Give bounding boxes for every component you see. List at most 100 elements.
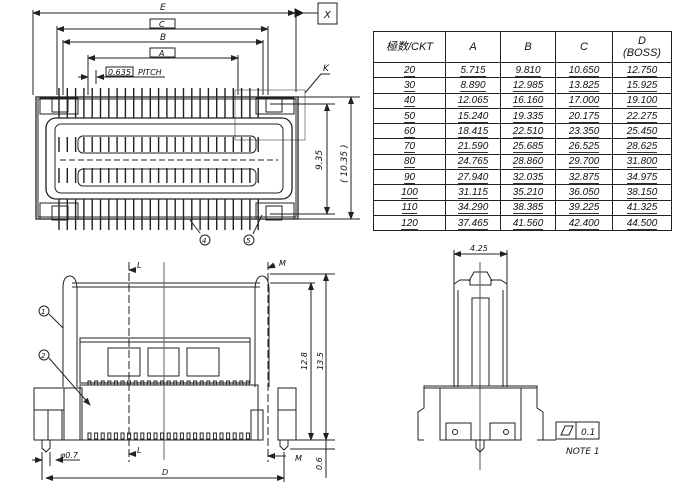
header-a: A	[445, 31, 501, 63]
callout-2-circle	[38, 349, 50, 361]
table-cell: 40	[373, 92, 446, 109]
cell-value: 12.065	[457, 95, 489, 108]
cell-value: 70	[403, 141, 416, 154]
label-l-top: L	[137, 261, 141, 270]
table-cell: 110	[373, 199, 446, 216]
pin	[94, 432, 99, 440]
pin	[160, 380, 165, 386]
table-cell: 22.510	[500, 123, 556, 140]
table-cell: 90	[373, 169, 446, 186]
box-a	[149, 47, 176, 58]
cell-value: 28.625	[626, 141, 658, 154]
cell-value: 18.415	[457, 125, 489, 138]
cell-value: 20.175	[568, 110, 600, 123]
pin	[245, 432, 250, 440]
cell-value: 37.465	[457, 217, 489, 230]
cell-value: 42.400	[568, 217, 600, 230]
pin	[133, 432, 138, 440]
datum-triangle	[294, 8, 305, 18]
table-cell: 25.450	[612, 123, 672, 140]
table-cell: 32.035	[500, 169, 556, 186]
terminal-pins-top	[58, 88, 259, 230]
pin	[107, 380, 112, 386]
label-datum-x: X	[323, 10, 332, 21]
pin	[166, 432, 171, 440]
header-c: C	[555, 31, 613, 63]
pin	[100, 432, 105, 440]
table-cell: 12.065	[445, 92, 501, 109]
table-cell: 35.210	[500, 184, 556, 201]
cell-value: 40	[403, 95, 416, 108]
pin	[153, 380, 158, 386]
table-cell: 12.750	[612, 61, 672, 79]
cell-value: 29.700	[568, 156, 600, 169]
pin	[206, 380, 211, 386]
cell-value: 32.035	[512, 171, 544, 184]
cell-value: 30	[403, 79, 416, 92]
label-c: C	[159, 20, 165, 29]
header-d-label: D	[638, 35, 646, 47]
header-d-boss: (BOSS)	[623, 47, 661, 59]
window-1	[107, 347, 141, 377]
pin	[239, 432, 244, 440]
pin	[160, 432, 165, 440]
table-cell: 19.335	[500, 107, 556, 125]
callout-1-circle	[38, 305, 50, 317]
window-3	[186, 347, 220, 377]
table-cell: 100	[373, 184, 446, 201]
cell-value: 5.715	[460, 64, 486, 77]
pin	[133, 380, 138, 386]
cell-value: 38.385	[512, 202, 544, 215]
label-pitch-value: 0.635	[108, 68, 131, 77]
cell-value: 15.240	[457, 110, 489, 123]
table-cell: 41.560	[500, 214, 556, 232]
pin	[153, 432, 158, 440]
callout-5: 5	[246, 237, 251, 245]
pin	[186, 432, 191, 440]
table-cell: 34.975	[612, 169, 672, 186]
pin	[146, 380, 151, 386]
pin	[146, 432, 151, 440]
table-cell: 13.825	[555, 77, 613, 94]
label-4-25: 4.25	[470, 244, 488, 253]
cell-value: 24.765	[457, 156, 489, 169]
cell-value: 41.325	[626, 202, 658, 215]
cell-value: 20	[403, 64, 416, 77]
cell-value: 25.685	[512, 141, 544, 154]
label-9-35: 9.35	[315, 150, 325, 170]
cell-value: 34.290	[457, 202, 489, 215]
pin	[140, 380, 145, 386]
terminal-pins-front	[87, 380, 250, 440]
table-cell: 16.160	[500, 92, 556, 109]
table-cell: 26.525	[555, 138, 613, 155]
table-cell: 120	[373, 214, 446, 232]
pin	[120, 380, 125, 386]
table-cell: 41.325	[612, 199, 672, 216]
table-cell: 28.625	[612, 138, 672, 155]
pin	[127, 380, 132, 386]
pin	[87, 380, 92, 386]
cell-value: 27.940	[457, 171, 489, 184]
label-boss-dia: φ0.7	[60, 451, 79, 460]
pin	[94, 380, 99, 386]
label-12-8: 12.8	[300, 352, 309, 370]
table-cell: 31.800	[612, 153, 672, 171]
flatness-frame	[555, 421, 600, 440]
table-cell: 42.400	[555, 214, 613, 232]
cell-value: 9.810	[515, 64, 541, 77]
table-cell: 29.700	[555, 153, 613, 171]
table-cell: 31.115	[445, 184, 501, 201]
pin	[173, 380, 178, 386]
pin	[199, 380, 204, 386]
table-cell: 60	[373, 123, 446, 140]
callout-5-circle	[243, 234, 255, 246]
pin	[226, 432, 231, 440]
label-pitch: PITCH	[138, 68, 162, 77]
callout-4: 4	[202, 237, 206, 245]
pin	[120, 432, 125, 440]
